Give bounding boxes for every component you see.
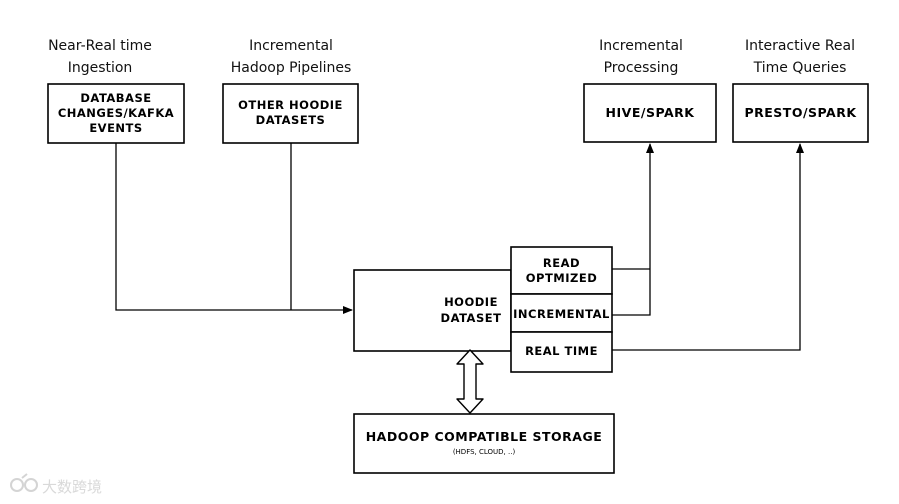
other-hoodie-label-line1: OTHER HOODIE (238, 98, 343, 112)
database-changes-box: DATABASE CHANGES/KAFKA EVENTS (47, 83, 185, 144)
storage-subtitle: (HDFS, CLOUD, ..) (453, 448, 516, 456)
caption-pipelines: Incremental Hadoop Pipelines (231, 38, 352, 76)
read-optimized-label-line2: OPTMIZED (526, 271, 598, 285)
real-time-view (510, 331, 613, 373)
caption-pipelines-line2: Hadoop Pipelines (231, 60, 352, 76)
database-label-line1: DATABASE (80, 91, 151, 105)
hoodie-dataset-box: HOODIE DATASET (353, 269, 512, 352)
caption-queries: Interactive Real Time Queries (745, 38, 855, 76)
other-hoodie-datasets-box: OTHER HOODIE DATASETS (222, 83, 359, 144)
caption-pipelines-line1: Incremental (249, 38, 333, 54)
output-connectors (612, 143, 804, 351)
storage-bidirectional-arrow (456, 349, 484, 414)
presto-spark-label: PRESTO/SPARK (744, 105, 857, 120)
incremental-view (510, 293, 613, 333)
database-label-line2: CHANGES/KAFKA (58, 106, 174, 120)
hive-spark-box: HIVE/SPARK (583, 83, 717, 143)
other-hoodie-label-line2: DATASETS (256, 113, 326, 127)
caption-ingestion-line2: Ingestion (68, 60, 133, 76)
hoodie-dataset-label-line1: HOODIE (444, 295, 498, 309)
caption-processing-line2: Processing (604, 60, 679, 76)
caption-processing: Incremental Processing (599, 38, 683, 76)
caption-processing-line1: Incremental (599, 38, 683, 54)
caption-queries-line1: Interactive Real (745, 38, 855, 54)
real-time-label: REAL TIME (525, 344, 598, 358)
database-label-line3: EVENTS (89, 121, 142, 135)
read-optimized-view (510, 246, 613, 295)
caption-queries-line2: Time Queries (753, 60, 847, 76)
caption-ingestion: Near-Real time Ingestion (48, 38, 152, 76)
ingestion-connectors (115, 143, 353, 314)
watermark-logo-icon (10, 473, 38, 492)
hive-spark-label: HIVE/SPARK (606, 105, 696, 120)
watermark: 大数跨境 (10, 473, 102, 496)
incremental-label: INCREMENTAL (513, 307, 610, 321)
watermark-text: 大数跨境 (42, 478, 102, 496)
views-stack: READ OPTMIZED INCREMENTAL REAL TIME (510, 246, 613, 373)
database-connector (115, 143, 291, 311)
storage-title: HADOOP COMPATIBLE STORAGE (366, 429, 603, 444)
presto-spark-arrow (612, 143, 804, 351)
incremental-connector (612, 269, 651, 316)
hoodie-dataset-label-line2: DATASET (441, 311, 502, 325)
caption-ingestion-line1: Near-Real time (48, 38, 152, 54)
hadoop-storage-box: HADOOP COMPATIBLE STORAGE (HDFS, CLOUD, … (353, 413, 615, 474)
read-optimized-label-line1: READ (543, 256, 580, 270)
presto-spark-box: PRESTO/SPARK (732, 83, 869, 143)
